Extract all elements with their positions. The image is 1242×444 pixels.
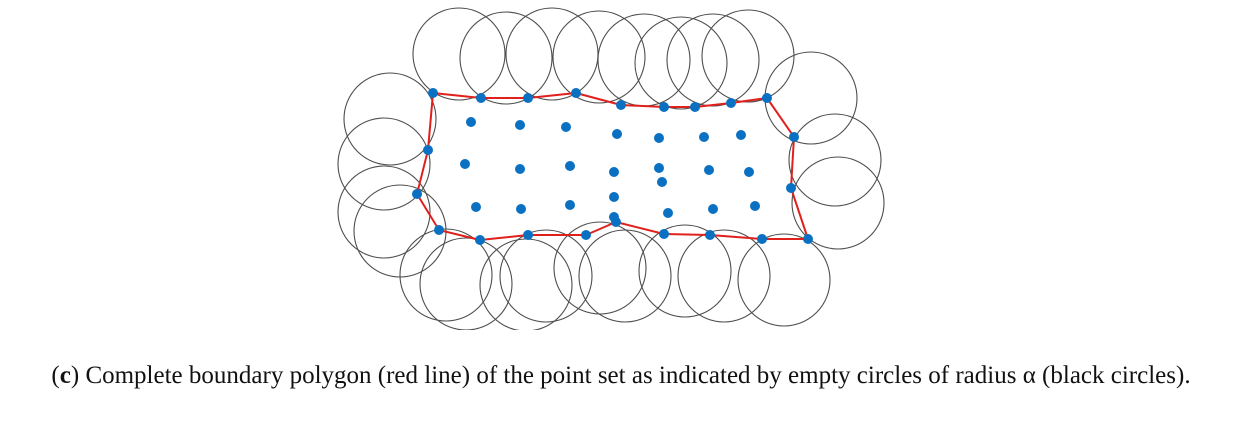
boundary-point	[434, 225, 444, 235]
boundary-edge	[416, 149, 429, 195]
alpha-circle	[764, 51, 858, 145]
interior-point	[515, 164, 525, 174]
alpha-circles	[337, 7, 885, 330]
alpha-circle	[701, 9, 795, 103]
alpha-circle	[552, 10, 646, 104]
interior-point	[516, 204, 526, 214]
figure-caption: (c) Complete boundary polygon (red line)…	[0, 360, 1242, 391]
boundary-point	[786, 183, 796, 193]
boundary-point	[726, 98, 736, 108]
interior-point	[654, 163, 664, 173]
alpha-circle	[412, 7, 506, 101]
alpha-circle	[638, 224, 732, 318]
boundary-edge	[527, 92, 577, 99]
interior-point	[565, 161, 575, 171]
boundary-point	[690, 102, 700, 112]
interior-point	[750, 201, 760, 211]
alpha-circle	[337, 165, 431, 259]
boundary-edge	[663, 233, 711, 236]
boundary-point	[762, 93, 772, 103]
caption-label: c	[59, 362, 71, 389]
interior-point	[744, 167, 754, 177]
boundary-point	[616, 100, 626, 110]
boundary-edge	[432, 92, 482, 99]
alpha-circle	[737, 233, 831, 327]
alpha-circle	[419, 237, 513, 330]
boundary-edge	[416, 193, 440, 231]
boundary-point	[789, 132, 799, 142]
boundary-point	[659, 229, 669, 239]
boundary-edge	[790, 136, 795, 189]
alpha-circle	[479, 238, 573, 330]
interior-point	[515, 120, 525, 130]
alpha-circle	[597, 13, 691, 107]
boundary-point	[523, 93, 533, 103]
alpha-shape-diagram	[337, 7, 885, 330]
point-set	[412, 88, 813, 245]
alpha-circle	[666, 13, 760, 107]
interior-point	[471, 202, 481, 212]
boundary-point	[581, 230, 591, 240]
interior-point	[561, 122, 571, 132]
alpha-circle	[337, 117, 431, 211]
interior-point	[654, 133, 664, 143]
alpha-circle	[677, 229, 771, 323]
boundary-edge	[790, 187, 809, 240]
interior-point	[704, 165, 714, 175]
boundary-edge	[479, 234, 529, 241]
interior-point	[609, 212, 619, 222]
alpha-circle	[791, 156, 885, 250]
boundary-point	[523, 230, 533, 240]
interior-point	[612, 129, 622, 139]
alpha-circle	[343, 72, 437, 166]
interior-point	[466, 117, 476, 127]
alpha-circle	[399, 228, 493, 322]
boundary-edge	[709, 234, 763, 240]
alpha-circle	[499, 229, 593, 323]
boundary-edge	[575, 92, 622, 106]
interior-point	[699, 132, 709, 142]
boundary-point	[423, 145, 433, 155]
boundary-point	[705, 230, 715, 240]
interior-point	[609, 167, 619, 177]
alpha-circle	[459, 11, 553, 105]
boundary-edge	[585, 221, 617, 236]
interior-point	[708, 204, 718, 214]
boundary-edge	[766, 97, 795, 138]
alpha-circle	[553, 221, 647, 315]
boundary-edge	[730, 97, 768, 104]
alpha-circle	[634, 16, 728, 110]
boundary-point	[476, 93, 486, 103]
boundary-edge	[694, 102, 732, 108]
boundary-point	[571, 88, 581, 98]
caption-text: Complete boundary polygon (red line) of …	[79, 362, 1191, 389]
interior-point	[609, 192, 619, 202]
interior-point	[460, 159, 470, 169]
boundary-point	[659, 102, 669, 112]
boundary-point	[428, 88, 438, 98]
boundary-point	[757, 234, 767, 244]
alpha-circle	[788, 113, 882, 207]
boundary-point	[803, 234, 813, 244]
boundary-edge	[427, 92, 434, 151]
interior-point	[657, 177, 667, 187]
boundary-edge	[620, 104, 665, 108]
interior-point	[736, 130, 746, 140]
boundary-polygon	[416, 92, 809, 241]
interior-point	[663, 208, 673, 218]
interior-point	[565, 200, 575, 210]
boundary-point	[412, 189, 422, 199]
alpha-circle	[578, 229, 672, 323]
caption-open-paren: (	[51, 362, 60, 389]
caption-close-paren: )	[70, 362, 80, 389]
boundary-edge	[615, 221, 665, 235]
boundary-point	[475, 235, 485, 245]
boundary-edge	[438, 229, 481, 241]
